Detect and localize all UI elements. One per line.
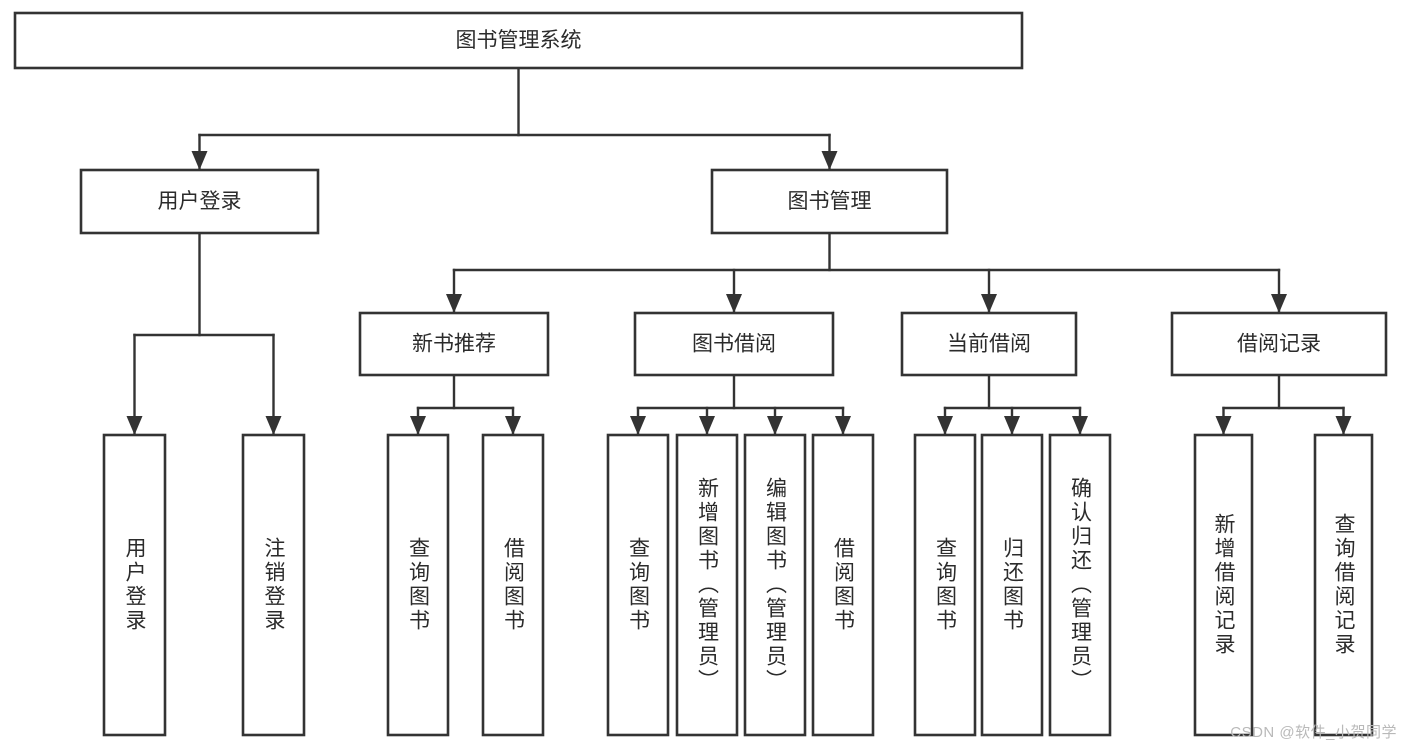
arrow-head-icon	[699, 416, 715, 435]
node-label-new-book-recommend: 新书推荐	[412, 333, 496, 356]
arrow-head-icon	[767, 416, 783, 435]
arrow-head-icon	[1004, 416, 1020, 435]
arrow-head-icon	[446, 294, 462, 313]
node-box-leaf-user-login[interactable]	[102, 433, 167, 737]
watermark-text: CSDN @软件_小贺同学	[1230, 724, 1397, 741]
arrow-head-icon	[726, 294, 742, 313]
node-box-leaf-query-book-2[interactable]	[606, 433, 670, 737]
arrow-head-icon	[835, 416, 851, 435]
node-box-root[interactable]	[13, 11, 1024, 70]
arrow-head-icon	[821, 151, 838, 170]
arrow-head-icon	[410, 416, 426, 435]
node-box-leaf-borrow-book-1[interactable]	[481, 433, 545, 737]
arrow-head-icon	[937, 416, 953, 435]
node-box-leaf-query-book-3[interactable]	[913, 433, 977, 737]
node-label-book-management: 图书管理	[788, 190, 872, 213]
arrow-head-icon	[1335, 416, 1352, 435]
node-label-book-borrow: 图书借阅	[692, 333, 776, 356]
node-box-leaf-add-record[interactable]	[1193, 433, 1254, 737]
arrow-head-icon	[1072, 416, 1088, 435]
arrow-head-icon	[265, 416, 282, 435]
arrow-head-icon	[505, 416, 521, 435]
arrow-head-icon	[191, 151, 208, 170]
node-box-leaf-confirm-return[interactable]	[1048, 433, 1112, 737]
node-box-leaf-query-record[interactable]	[1313, 433, 1374, 737]
node-label-current-borrow: 当前借阅	[947, 333, 1031, 356]
node-box-book-management[interactable]	[710, 168, 949, 235]
arrow-head-icon	[981, 294, 997, 313]
arrow-head-icon	[1271, 294, 1287, 313]
boxes-layer	[13, 11, 1388, 737]
node-label-borrow-record: 借阅记录	[1237, 333, 1321, 356]
node-label-root: 图书管理系统	[456, 29, 582, 52]
arrow-head-icon	[630, 416, 646, 435]
node-box-borrow-record[interactable]	[1170, 311, 1388, 377]
node-box-new-book-recommend[interactable]	[358, 311, 550, 377]
connectors-layer	[126, 66, 1352, 437]
node-box-leaf-add-book[interactable]	[675, 433, 739, 737]
node-box-leaf-return-book[interactable]	[980, 433, 1044, 737]
node-label-user-login: 用户登录	[158, 190, 242, 213]
node-box-leaf-user-logout[interactable]	[241, 433, 306, 737]
arrow-head-icon	[126, 416, 143, 435]
node-box-book-borrow[interactable]	[633, 311, 835, 377]
node-box-leaf-query-book-1[interactable]	[386, 433, 450, 737]
node-box-leaf-borrow-book-2[interactable]	[811, 433, 875, 737]
arrow-head-icon	[1215, 416, 1232, 435]
node-box-leaf-edit-book[interactable]	[743, 433, 807, 737]
node-box-current-borrow[interactable]	[900, 311, 1078, 377]
node-box-user-login[interactable]	[79, 168, 320, 235]
